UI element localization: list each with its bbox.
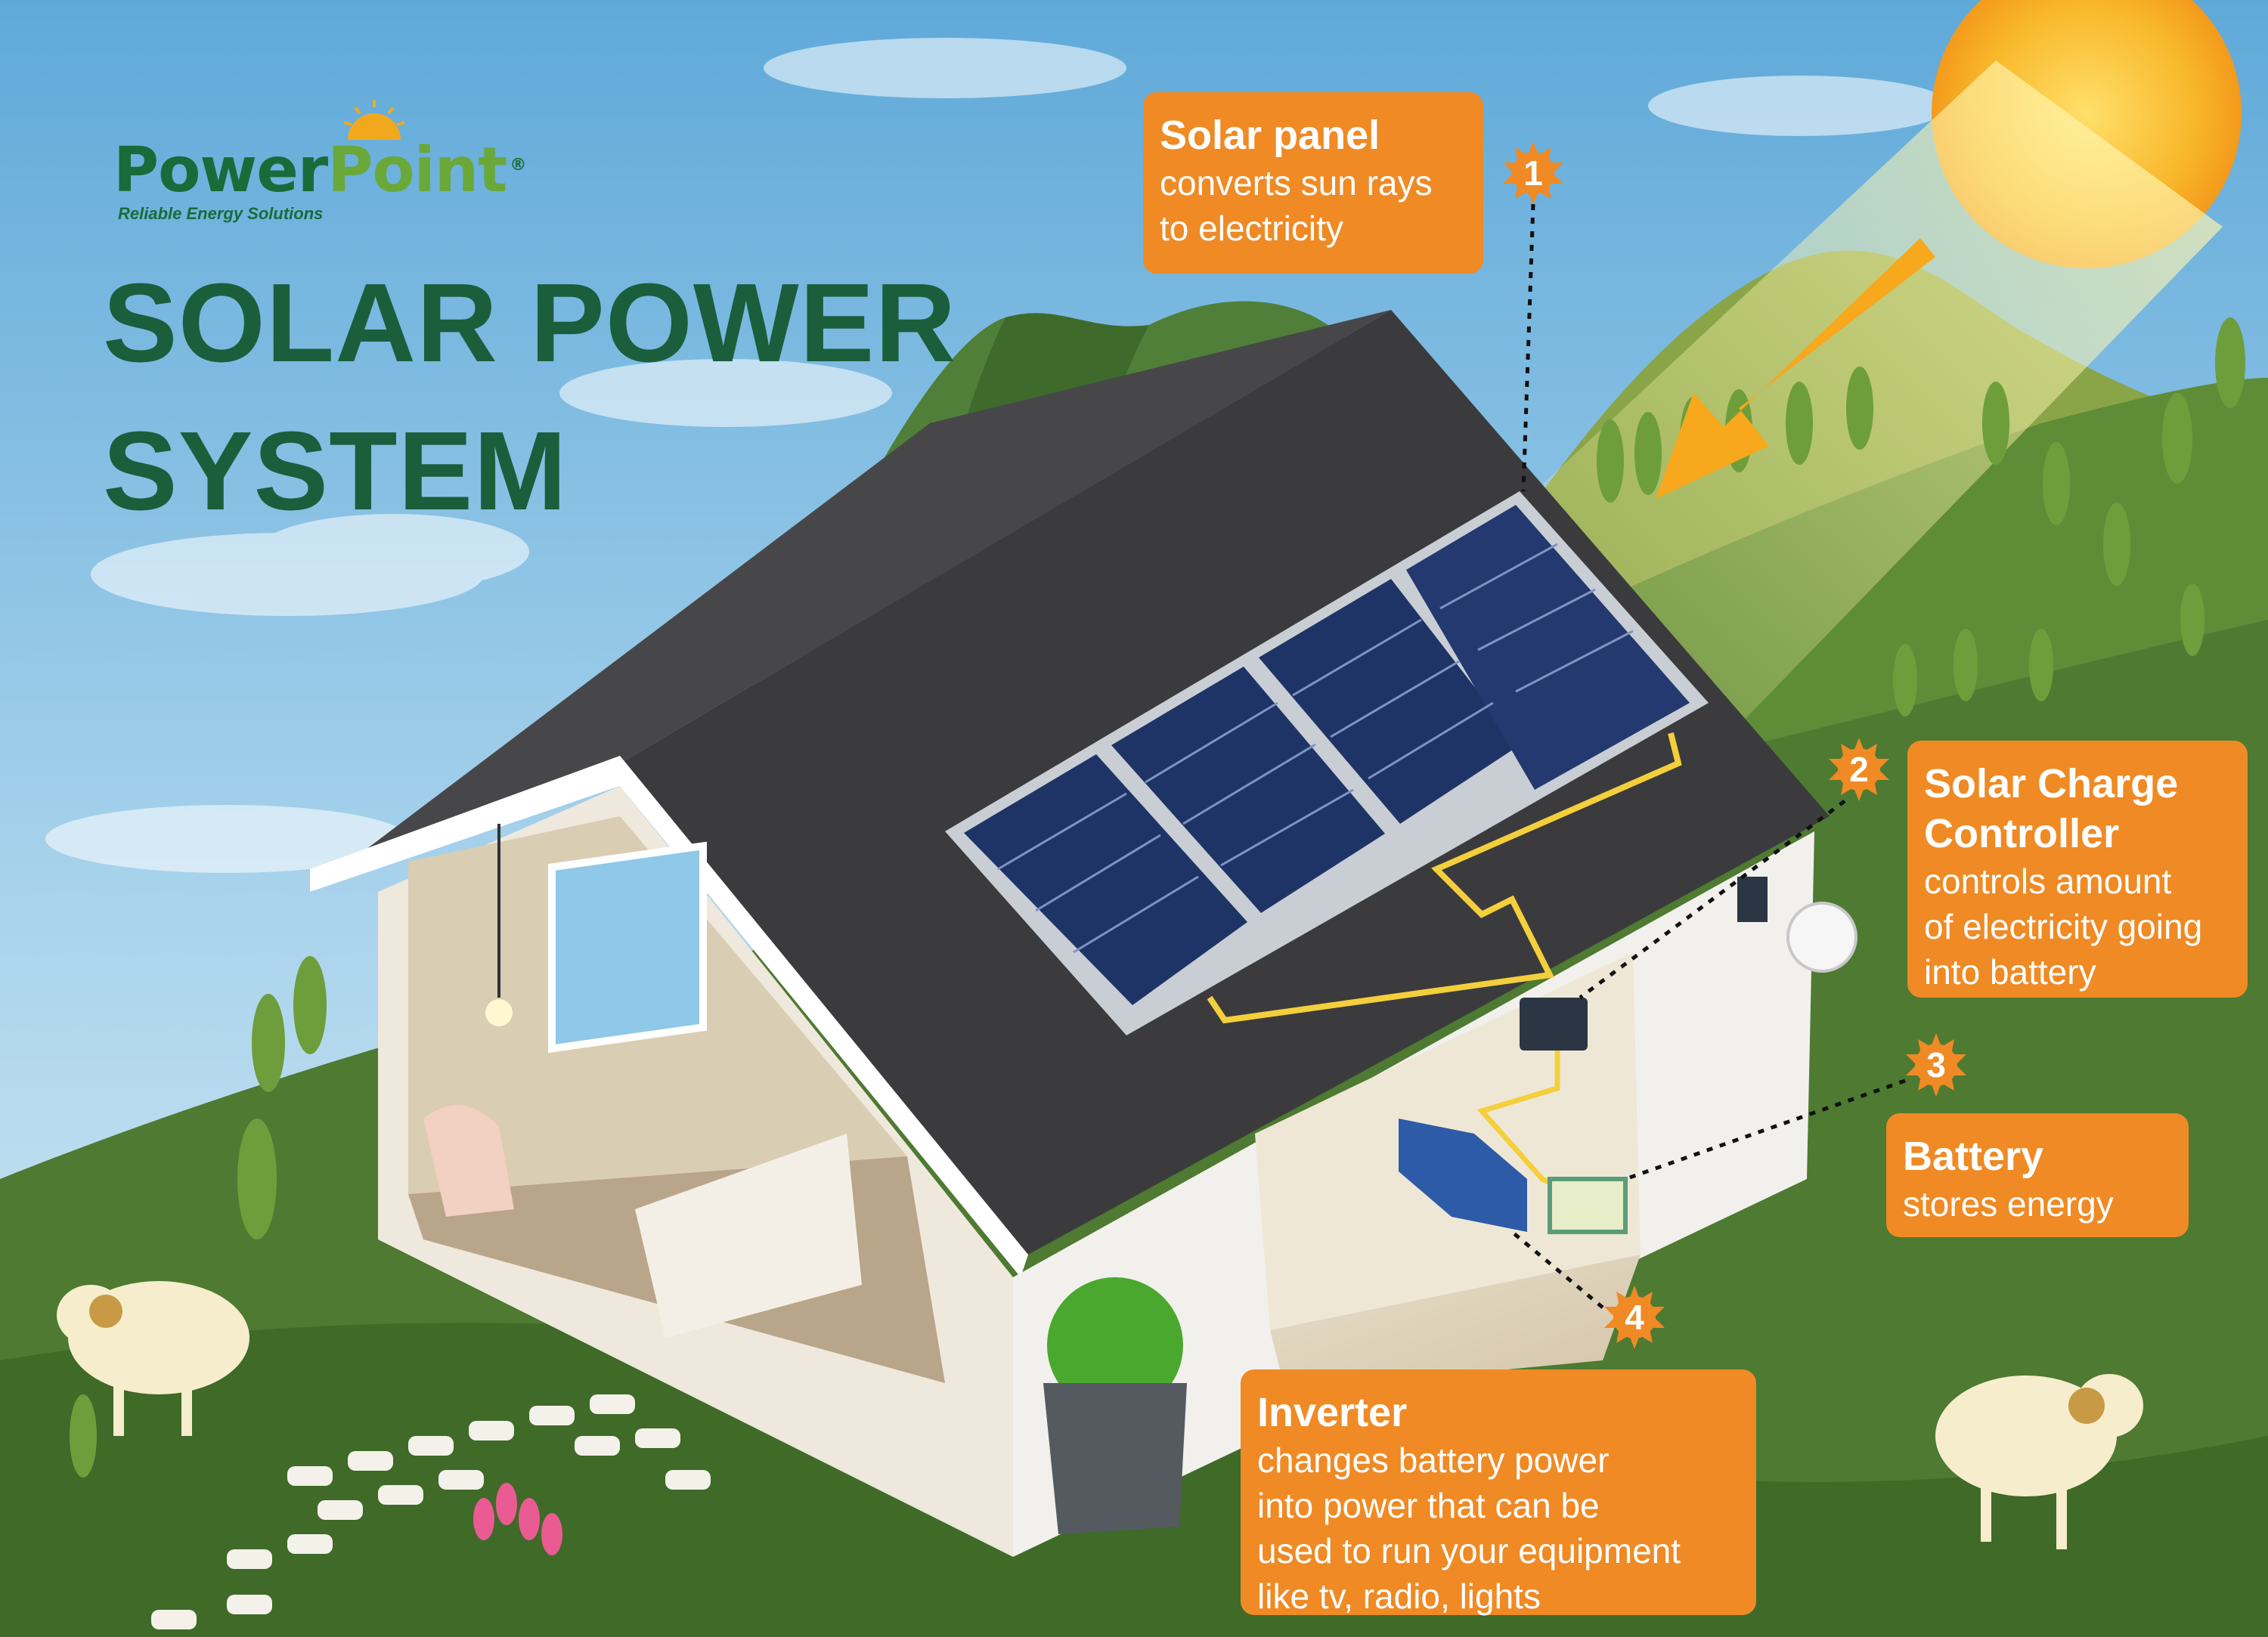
- brand-sun-icon: [343, 100, 405, 140]
- utility-room-floor: [1270, 1255, 1641, 1391]
- sofa: [635, 1134, 862, 1338]
- page-title: SOLAR POWER SYSTEM: [103, 249, 956, 546]
- starburst-icon: [1906, 1033, 1966, 1097]
- brand-name-part1: Power: [113, 135, 328, 206]
- step-number: 4: [1625, 1298, 1644, 1337]
- callout-description-line: converts sun rays: [1160, 163, 1433, 203]
- brand-name-part2: Point: [327, 135, 507, 206]
- step-marker-3: 3: [1903, 1032, 1969, 1098]
- registered-mark: ®: [510, 155, 526, 175]
- callout-description-line: into power that can be: [1257, 1486, 1600, 1525]
- starburst-icon: [1604, 1286, 1665, 1349]
- starburst-icon: [1503, 141, 1563, 205]
- plant-pot: [1043, 1383, 1187, 1534]
- callout-title: Solar panel: [1160, 113, 1380, 158]
- solar-panel-gridlines: [997, 543, 1634, 954]
- armchair: [423, 1105, 514, 1217]
- light-bulb: [485, 999, 513, 1026]
- tv-screen: [548, 841, 707, 1054]
- step-number: 2: [1849, 750, 1869, 789]
- callout-title: Inverter: [1257, 1390, 1408, 1435]
- brand-tagline: Reliable Energy Solutions: [118, 204, 324, 223]
- callout-description-line: stores energy: [1903, 1184, 2114, 1224]
- callout-inverter: Inverter changes battery power into powe…: [1241, 1369, 1756, 1616]
- step-number: 3: [1926, 1045, 1946, 1085]
- wall-box: [1737, 877, 1768, 922]
- power-wire: [1207, 732, 1682, 1024]
- callout-description-line: to electricity: [1160, 209, 1343, 248]
- sun-beam: [1527, 60, 2223, 726]
- title-line-2: SYSTEM: [103, 409, 568, 534]
- clouds: [45, 38, 1950, 873]
- sun-arrow-icon: [1656, 238, 1935, 499]
- sheep-left: [57, 1281, 249, 1436]
- solar-panel-array: [945, 491, 1709, 1035]
- callout-description-line: like tv, radio, lights: [1257, 1577, 1541, 1616]
- callout-description-line: used to run your equipment: [1257, 1531, 1681, 1570]
- starburst-icon: [1829, 738, 1889, 801]
- title-line-1: SOLAR POWER: [103, 261, 957, 385]
- shrub: [1047, 1277, 1183, 1413]
- callout-title: Battery: [1903, 1134, 2044, 1179]
- callout-description-line: of electricity going: [1924, 907, 2203, 946]
- sheep-right: [1935, 1374, 2143, 1549]
- roof-left: [310, 310, 1391, 892]
- satellite-dish: [1786, 902, 1857, 973]
- step-marker-2: 2: [1826, 736, 1892, 803]
- step-marker-4: 4: [1601, 1284, 1668, 1351]
- step-marker-1: 1: [1500, 140, 1566, 206]
- callout-title-line: Solar Charge: [1924, 761, 2179, 806]
- leader-lines: [1510, 203, 1906, 1309]
- battery: [1548, 1177, 1628, 1234]
- charge-controller: [1520, 998, 1588, 1051]
- callout-battery: Battery stores energy: [1886, 1113, 2189, 1237]
- step-number: 1: [1523, 153, 1543, 193]
- stepping-stones: [151, 1394, 711, 1629]
- callout-solar-panel: Solar panel converts sun rays to electri…: [1143, 92, 1483, 274]
- brand-logo: PowerPoint® Reliable Energy Solutions: [113, 98, 526, 227]
- callout-title-line: Controller: [1924, 811, 2120, 856]
- flowers: [473, 1483, 562, 1555]
- callout-description-line: controls amount: [1924, 862, 2172, 901]
- callout-description-line: into battery: [1924, 952, 2096, 992]
- inverter: [1399, 1119, 1527, 1232]
- callout-charge-controller: Solar Charge Controller controls amount …: [1907, 741, 2248, 998]
- brand-name: PowerPoint®: [113, 140, 526, 202]
- callout-description-line: changes battery power: [1257, 1440, 1610, 1480]
